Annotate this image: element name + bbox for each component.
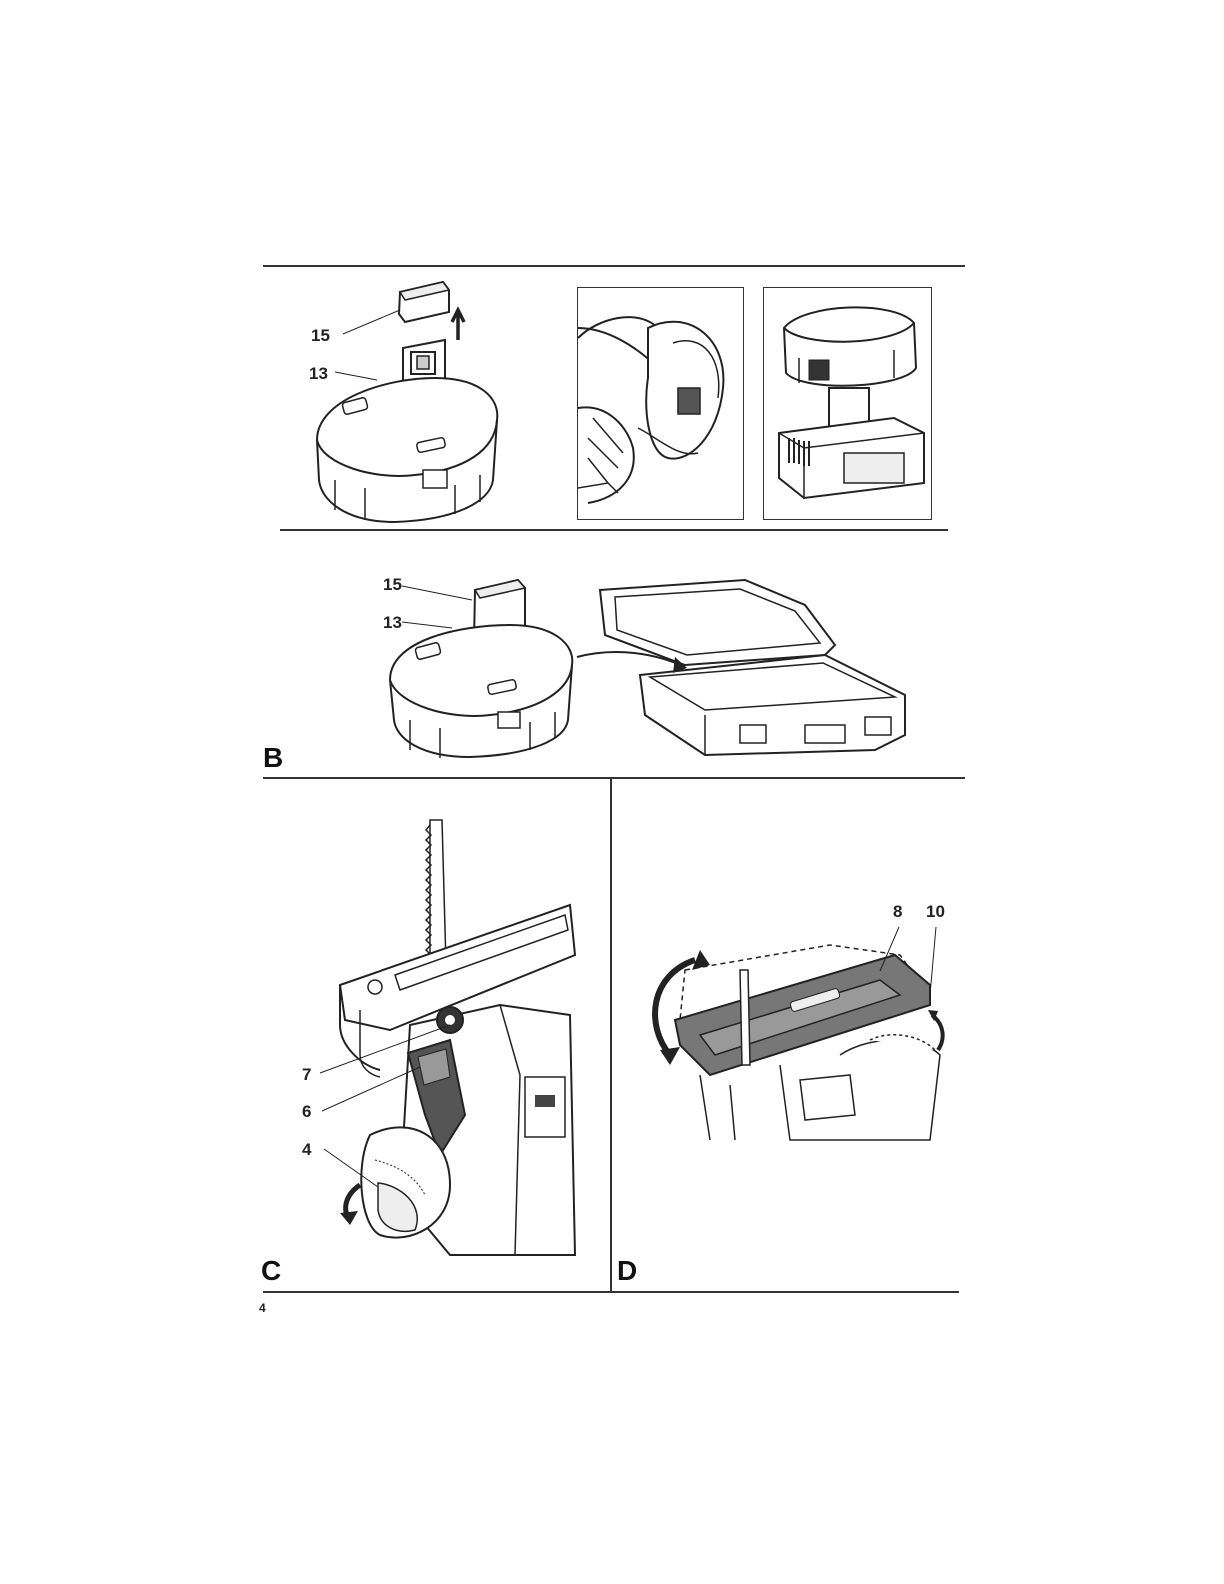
jigsaw-shoe-bevel-icon [640, 915, 950, 1145]
bottom-rule [263, 1291, 959, 1293]
battery-pack-icon [380, 570, 580, 765]
tool-battery-frame [577, 287, 744, 520]
callout-7: 7 [302, 1065, 311, 1085]
figure-ab-rule [280, 529, 948, 531]
page-number: 4 [259, 1301, 266, 1315]
figure-c-letter: C [261, 1255, 281, 1287]
callout-8: 8 [893, 902, 902, 922]
battery-pack-icon [305, 270, 505, 530]
callout-13: 13 [309, 364, 328, 384]
top-rule [263, 265, 965, 267]
figure-b-rule [263, 777, 965, 779]
figure-d-letter: D [617, 1255, 637, 1287]
charger-frame [763, 287, 932, 520]
jigsaw-blade-clamp-icon [300, 815, 580, 1255]
callout-4: 4 [302, 1140, 311, 1160]
figure-cd-divider [610, 777, 612, 1291]
tool-battery-insert-icon [578, 288, 743, 519]
figure-b-letter: B [263, 742, 283, 774]
storage-case-icon [575, 575, 915, 760]
callout-13: 13 [383, 613, 402, 633]
callout-10: 10 [926, 902, 945, 922]
charger-icon [764, 288, 931, 519]
callout-15: 15 [311, 326, 330, 346]
callout-15: 15 [383, 575, 402, 595]
callout-6: 6 [302, 1102, 311, 1122]
